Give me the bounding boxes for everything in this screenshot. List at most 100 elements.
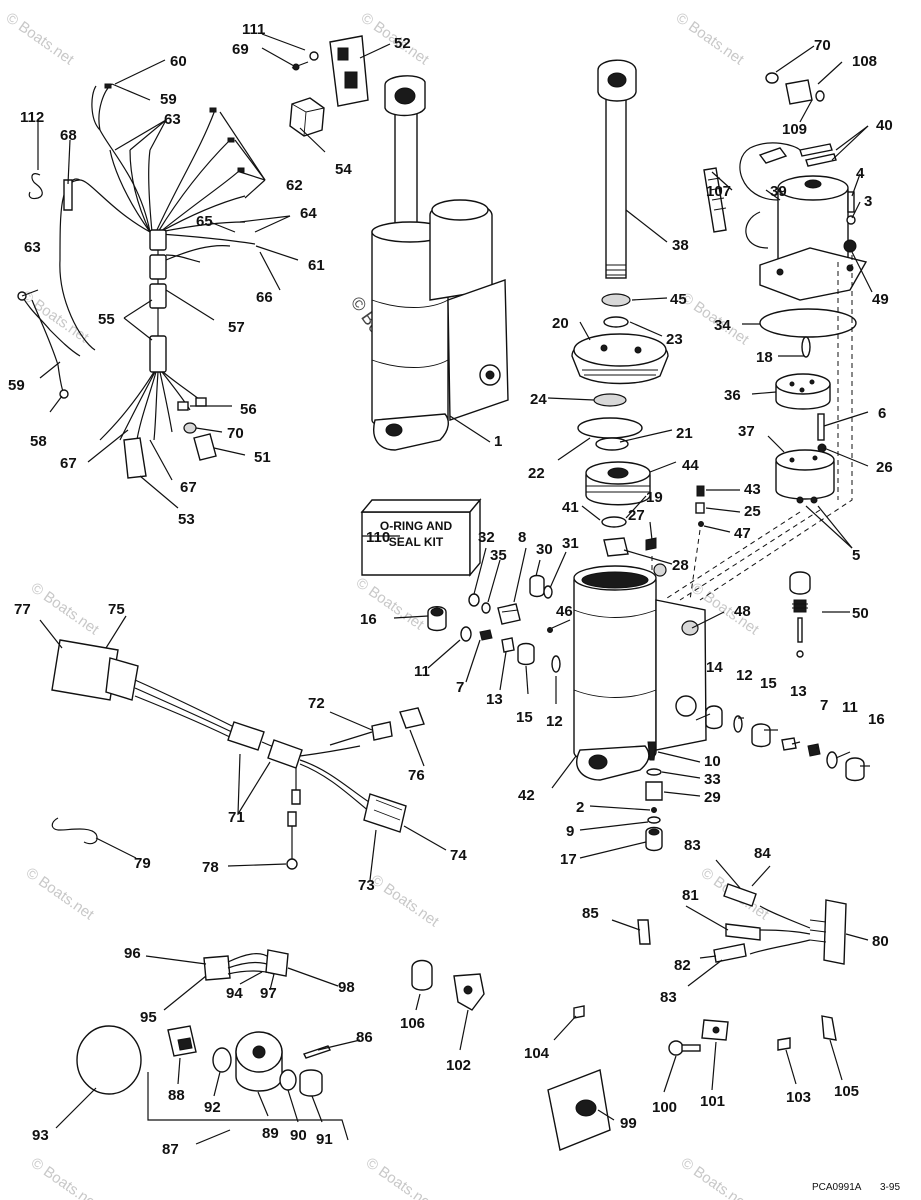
valve-27 (645, 537, 657, 551)
o-ring-21 (595, 437, 629, 451)
callout-65: 65 (196, 213, 213, 230)
callout-105: 105 (834, 1083, 859, 1100)
callout-97: 97 (260, 985, 277, 1002)
spring-43 (696, 485, 705, 497)
kit-label-line1: O-RING AND (380, 519, 453, 533)
screw-6 (817, 413, 827, 453)
callout-71: 71 (228, 809, 245, 826)
washer-19 (601, 516, 627, 528)
callout-16: 16 (868, 711, 885, 728)
callout-30: 30 (536, 541, 553, 558)
trim-switch-harness (637, 883, 847, 965)
callout-23: 23 (666, 331, 683, 348)
callout-70: 70 (227, 425, 244, 442)
callout-13: 13 (486, 691, 503, 708)
callout-4: 4 (856, 165, 865, 182)
port-fittings-right (705, 705, 865, 782)
callout-73: 73 (358, 877, 375, 894)
cap-70 (765, 72, 779, 84)
callout-103: 103 (786, 1089, 811, 1106)
callout-72: 72 (308, 695, 325, 712)
valve-body-36 (775, 373, 831, 410)
seal-45 (601, 293, 631, 307)
screw-4-washer-3-49 (843, 191, 857, 253)
strap-107 (703, 167, 727, 233)
trim-pump-assembly (371, 75, 509, 451)
callout-83: 83 (684, 837, 701, 854)
callout-10: 10 (704, 753, 721, 770)
callout-91: 91 (316, 1131, 333, 1148)
callout-79: 79 (134, 855, 151, 872)
leader-lines (21, 33, 873, 1145)
lower-fittings (645, 741, 663, 852)
relay-cube (289, 97, 325, 137)
callout-61: 61 (308, 257, 325, 274)
callout-87: 87 (162, 1141, 179, 1158)
o-ring-24 (593, 393, 627, 407)
callout-24: 24 (530, 391, 547, 408)
callout-38: 38 (672, 237, 689, 254)
callout-51: 51 (254, 449, 271, 466)
ball-47 (698, 521, 704, 527)
callout-48: 48 (734, 603, 751, 620)
callout-layer: 111 69 52 60 59 112 68 63 54 62 65 64 63… (8, 21, 893, 1158)
figure-date: 3-95 (880, 1182, 900, 1193)
callout-6: 6 (878, 405, 886, 422)
callout-53: 53 (178, 511, 195, 528)
memory-piston-cap (571, 333, 669, 385)
part-drawings: O-RING AND SEAL KIT (17, 35, 868, 1151)
pin-25 (695, 502, 705, 514)
callout-13: 13 (790, 683, 807, 700)
callout-104: 104 (524, 1045, 550, 1062)
callout-66: 66 (256, 289, 273, 306)
callout-107: 107 (706, 183, 731, 200)
callout-15: 15 (516, 709, 533, 726)
callout-96: 96 (124, 945, 141, 962)
callout-112: 112 (20, 109, 44, 126)
callout-16: 16 (360, 611, 377, 628)
cap-106 (411, 959, 433, 991)
callout-26: 26 (876, 459, 893, 476)
callout-43: 43 (744, 481, 761, 498)
pin-18 (801, 336, 811, 358)
callout-35: 35 (490, 547, 507, 564)
callout-77: 77 (14, 601, 31, 618)
callout-63: 63 (24, 239, 41, 256)
callout-27: 27 (628, 507, 645, 524)
callout-41: 41 (562, 499, 579, 516)
o-ring-22 (577, 417, 643, 439)
callout-57: 57 (228, 319, 245, 336)
callout-76: 76 (408, 767, 425, 784)
callout-36: 36 (724, 387, 741, 404)
callout-19: 19 (646, 489, 663, 506)
callout-58: 58 (30, 433, 47, 450)
callout-81: 81 (682, 887, 699, 904)
watermark: © Boats.net (368, 871, 443, 930)
callout-68: 68 (60, 127, 77, 144)
callout-86: 86 (356, 1029, 373, 1046)
callout-64: 64 (300, 205, 317, 222)
callout-39: 39 (770, 183, 787, 200)
callout-11: 11 (842, 699, 858, 716)
callout-8: 8 (518, 529, 526, 546)
callout-110: 110 (366, 529, 390, 546)
callout-59: 59 (8, 377, 25, 394)
callout-100: 100 (652, 1099, 677, 1116)
callout-20: 20 (552, 315, 569, 332)
callout-45: 45 (670, 291, 687, 308)
callout-93: 93 (32, 1127, 49, 1144)
callout-88: 88 (168, 1087, 185, 1104)
callout-62: 62 (286, 177, 303, 194)
callout-50: 50 (852, 605, 869, 622)
switch-assembly-87 (76, 1025, 349, 1141)
callout-69: 69 (232, 41, 249, 58)
trim-cylinder (573, 563, 707, 781)
callout-17: 17 (560, 851, 577, 868)
callout-101: 101 (700, 1093, 725, 1110)
callout-75: 75 (108, 601, 125, 618)
watermark: © Boats.net (673, 9, 748, 68)
callout-11: 11 (414, 663, 430, 680)
callout-78: 78 (202, 859, 219, 876)
callout-60: 60 (170, 53, 187, 70)
callout-25: 25 (744, 503, 761, 520)
